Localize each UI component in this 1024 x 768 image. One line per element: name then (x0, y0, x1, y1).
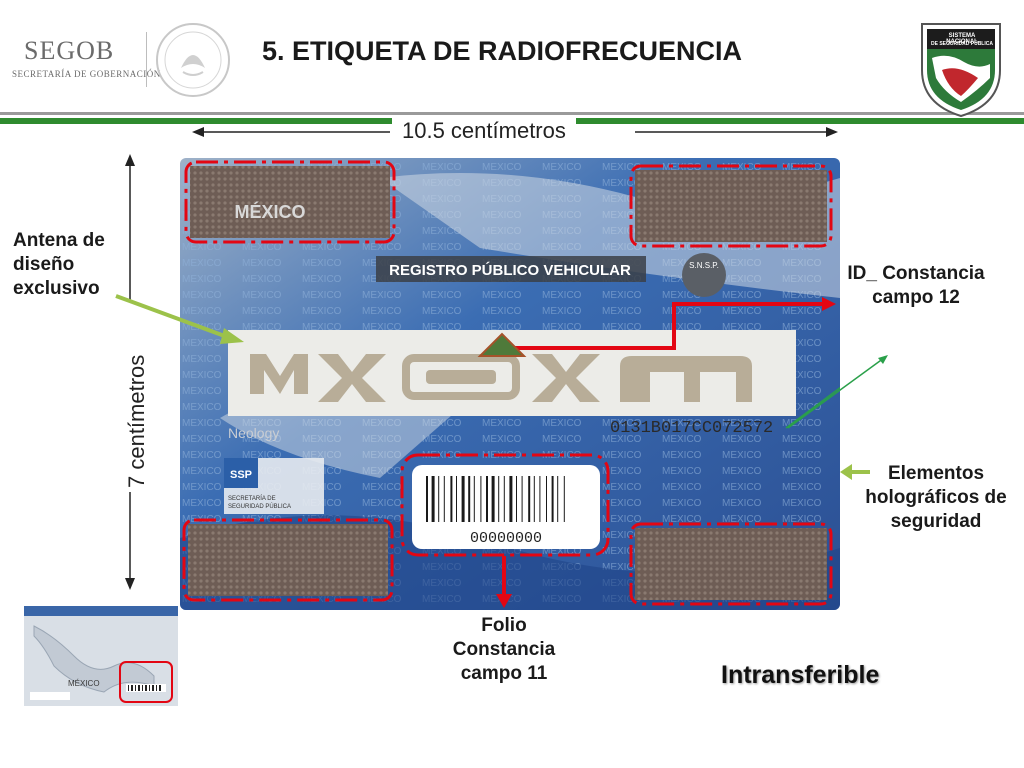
page-title: 5. ETIQUETA DE RADIOFRECUENCIA (262, 36, 743, 66)
serial-text: 0131B017CC072572 (610, 419, 773, 438)
id-constancia-label: ID_ Constancia campo 12 (847, 263, 985, 308)
width-arrow (192, 127, 838, 137)
barcode-bar (480, 476, 482, 522)
barcode-bar (546, 476, 547, 522)
height-arrow (125, 154, 135, 590)
folio-pointer-arrow (496, 556, 512, 608)
header-rule-gray (0, 112, 1024, 115)
barcode-bar (450, 476, 453, 522)
barcode-bar (539, 476, 541, 522)
segob-logo-subtitle: SECRETARÍA DE GOBERNACIÓN (12, 69, 161, 79)
barcode-bar (498, 476, 500, 522)
barcode-bar (503, 476, 505, 522)
folio-number: 00000000 (470, 530, 542, 547)
logo-divider (146, 32, 147, 87)
barcode-bar (551, 476, 554, 522)
holographic-elements-label: Elementos holográficos de seguridad (865, 463, 1007, 532)
barcode-bar (563, 476, 565, 522)
width-dimension-label: 10.5 centímetros (392, 118, 576, 144)
country-text: MÉXICO (234, 201, 305, 222)
barcode-bar (461, 476, 465, 522)
barcode-bar (521, 476, 523, 522)
mexico-seal-icon (156, 23, 230, 97)
barcode-bar (456, 476, 457, 522)
snsp-shield-icon (921, 23, 1001, 118)
brand-text: Neology (228, 425, 279, 441)
folio-barcode (426, 476, 565, 522)
barcode-bar (443, 476, 445, 522)
barcode-bar (468, 476, 471, 522)
rfid-sticker-card: MEXICO REGISTRO PÚBLICO VEHICULAR MÉXICO… (180, 158, 840, 610)
height-dimension-label: 7 centímetros (124, 354, 149, 488)
shield-text-line2: DE SEGURIDAD PÚBLICA (931, 41, 993, 47)
thumbnail-label: MÉXICO (68, 679, 100, 688)
holo-pointer-arrow (840, 464, 870, 480)
barcode-bar (431, 476, 435, 522)
ssp-sub1: SECRETARÍA DE (228, 495, 276, 502)
barcode-bar (426, 476, 428, 522)
barcode-bar (528, 476, 531, 522)
barcode-bar (491, 476, 495, 522)
shield-text-line1: SISTEMA NACIONAL (946, 33, 978, 45)
ssp-text: SSP (230, 469, 252, 481)
ssp-sub2: SEGURIDAD PÚBLICA (228, 503, 291, 510)
antena-pointer-arrow (115, 294, 244, 344)
segob-logo-word: SEGOB (24, 36, 115, 65)
antena-label: Antena de diseño exclusivo (13, 230, 105, 299)
barcode-bar (473, 476, 475, 522)
barcode-bar (557, 476, 559, 522)
barcode-bar (486, 476, 488, 522)
intransferible-label: Intransferible (721, 661, 880, 689)
barcode-bar (516, 476, 517, 522)
barcode-bar (533, 476, 535, 522)
registry-text: REGISTRO PÚBLICO VEHICULAR (389, 261, 631, 279)
sticker-thumbnail: MÉXICO (24, 606, 178, 706)
id-pointer-arrow (787, 355, 888, 429)
barcode-bar (438, 476, 440, 522)
folio-constancia-label: Folio Constancia campo 11 (452, 615, 556, 684)
barcode-bar (509, 476, 513, 522)
snsp-badge-text: S.N.S.P. (689, 261, 719, 270)
